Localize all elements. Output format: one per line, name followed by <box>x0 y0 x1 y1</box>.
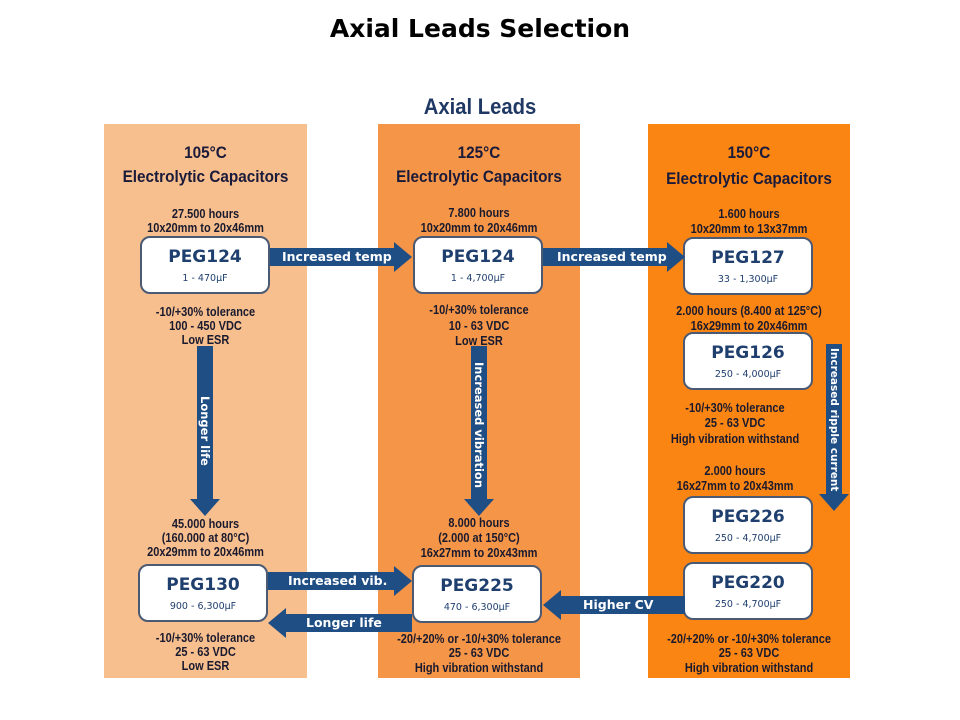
section-title: Axial Leads <box>423 94 537 119</box>
product-box-peg225[interactable]: PEG225 470 - 6,300µF <box>412 565 542 623</box>
life-spec: 27.500 hours <box>171 207 240 221</box>
size-spec: 10x20mm to 20x46mm <box>420 221 538 235</box>
product-box-peg124-105[interactable]: PEG124 1 - 470µF <box>140 236 270 294</box>
size-spec: 16x27mm to 20x43mm <box>420 546 538 560</box>
size-spec: 20x29mm to 20x46mm <box>147 545 264 559</box>
capacitance-range: 33 - 1,300µF <box>717 274 779 285</box>
voltage-spec: 25 - 63 VDC <box>718 646 780 660</box>
column-label: Electrolytic Capacitors <box>396 167 562 186</box>
size-spec: 16x29mm to 20x46mm <box>690 319 808 333</box>
feature-spec: Low ESR <box>181 659 230 673</box>
size-spec: 10x20mm to 20x46mm <box>147 221 264 235</box>
arrow-longer-life-left: Longer life <box>268 608 412 638</box>
life-note: (160.000 at 80°C) <box>161 531 250 545</box>
feature-spec: Low ESR <box>181 333 230 347</box>
arrow-label: Increased vibration <box>472 362 486 489</box>
model-name: PEG130 <box>166 575 240 595</box>
arrow-longer-life-down: Longer life <box>190 346 220 516</box>
voltage-spec: 25 - 63 VDC <box>448 646 510 660</box>
tolerance-spec: -10/+30% tolerance <box>429 303 529 317</box>
slide-title: Axial Leads Selection <box>329 14 631 43</box>
life-spec: 7.800 hours <box>448 206 510 220</box>
voltage-spec: 25 - 63 VDC <box>175 645 236 659</box>
capacitance-range: 250 - 4,700µF <box>714 533 782 544</box>
column-150c: 150°C Electrolytic Capacitors 1.600 hour… <box>648 124 850 678</box>
arrow-label: Increased temp <box>282 249 392 264</box>
capacitance-range: 900 - 6,300µF <box>169 601 237 612</box>
feature-spec: Low ESR <box>455 334 503 348</box>
arrow-higher-cv: Higher CV <box>543 590 685 620</box>
feature-spec: High vibration withstand <box>684 661 814 675</box>
voltage-spec: 25 - 63 VDC <box>704 416 766 430</box>
arrow-label: Longer life <box>198 396 212 466</box>
feature-spec: High vibration withstand <box>670 432 800 446</box>
life-spec: 45.000 hours <box>171 517 240 531</box>
column-105c: 105°C Electrolytic Capacitors 27.500 hou… <box>104 124 307 678</box>
arrow-label: Increased ripple current <box>828 348 840 492</box>
tolerance-spec: -20/+20% or -10/+30% tolerance <box>667 632 831 646</box>
arrow-increased-temp-2: Increased temp <box>543 242 685 272</box>
model-name: PEG225 <box>440 576 514 596</box>
capacitance-range: 250 - 4,000µF <box>714 369 782 380</box>
column-label: Electrolytic Capacitors <box>122 167 289 186</box>
product-box-peg127[interactable]: PEG127 33 - 1,300µF <box>683 237 813 295</box>
product-box-peg220[interactable]: PEG220 250 - 4,700µF <box>683 562 813 620</box>
voltage-spec: 100 - 450 VDC <box>169 319 242 333</box>
column-temp: 125°C <box>457 143 501 162</box>
size-spec: 16x27mm to 20x43mm <box>676 479 794 493</box>
column-temp: 150°C <box>727 143 771 162</box>
model-name: PEG124 <box>441 247 515 267</box>
size-spec: 10x20mm to 13x37mm <box>690 222 808 236</box>
tolerance-spec: -10/+30% tolerance <box>155 631 256 645</box>
arrow-label: Increased temp <box>557 249 667 264</box>
tolerance-spec: -10/+30% tolerance <box>155 305 256 319</box>
arrow-label: Increased vib. <box>288 573 388 588</box>
product-box-peg130[interactable]: PEG130 900 - 6,300µF <box>138 564 268 622</box>
life-spec: 2.000 hours <box>704 464 766 478</box>
model-name: PEG226 <box>711 507 785 527</box>
tolerance-spec: -20/+20% or -10/+30% tolerance <box>397 632 561 646</box>
capacitance-range: 470 - 6,300µF <box>443 602 511 613</box>
model-name: PEG126 <box>711 343 785 363</box>
life-spec: 2.000 hours (8.400 at 125°C) <box>676 304 822 318</box>
life-spec: 1.600 hours <box>718 207 780 221</box>
capacitance-range: 1 - 470µF <box>182 273 228 284</box>
arrow-increased-vibration-down: Increased vibration <box>464 346 494 516</box>
product-box-peg226[interactable]: PEG226 250 - 4,700µF <box>683 496 813 554</box>
model-name: PEG127 <box>711 248 785 268</box>
arrow-label: Higher CV <box>583 597 654 612</box>
voltage-spec: 10 - 63 VDC <box>448 319 510 333</box>
capacitance-range: 1 - 4,700µF <box>450 273 506 284</box>
life-note: (2.000 at 150°C) <box>438 531 520 545</box>
arrow-increased-vib: Increased vib. <box>268 566 412 596</box>
product-box-peg124-125[interactable]: PEG124 1 - 4,700µF <box>413 236 543 294</box>
product-box-peg126[interactable]: PEG126 250 - 4,000µF <box>683 332 813 390</box>
model-name: PEG124 <box>168 247 242 267</box>
tolerance-spec: -10/+30% tolerance <box>685 401 785 415</box>
column-temp: 105°C <box>184 143 227 162</box>
arrow-increased-temp-1: Increased temp <box>270 242 412 272</box>
model-name: PEG220 <box>711 573 785 593</box>
life-spec: 8.000 hours <box>448 516 510 530</box>
column-label: Electrolytic Capacitors <box>666 169 832 188</box>
arrow-increased-ripple-down: Increased ripple current <box>819 344 849 512</box>
capacitance-range: 250 - 4,700µF <box>714 599 782 610</box>
arrow-label: Longer life <box>306 615 382 630</box>
feature-spec: High vibration withstand <box>414 661 544 675</box>
